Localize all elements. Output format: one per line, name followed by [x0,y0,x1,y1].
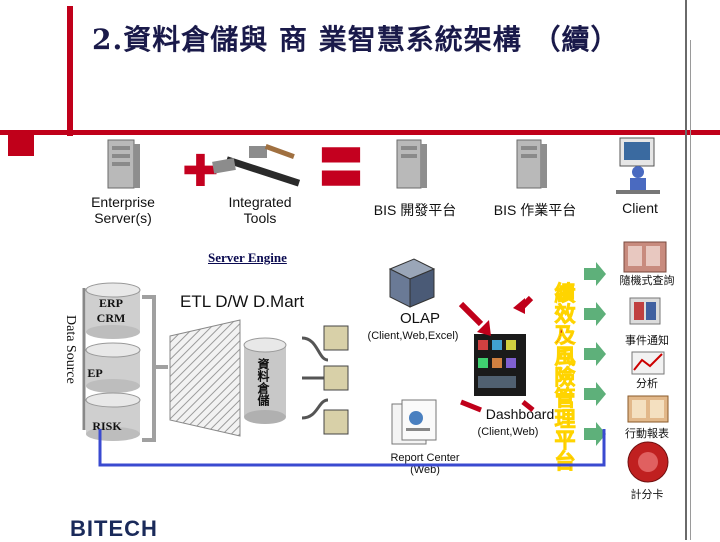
bitech-logo: BITECH [70,516,158,541]
mobile-report-thumbnail [627,395,669,423]
data-warehouse-cylinder [243,337,287,424]
adhoc-query-thumbnail [623,241,667,273]
client-user-icon [616,137,660,194]
tools-icon [212,143,301,187]
olap-title: OLAP [399,310,441,327]
etl-funnel-icon [169,319,241,437]
event-notify-thumbnail [629,297,661,325]
enterprise-server-label: Enterprise Server(s) [91,194,155,226]
feedback-loop-line [98,429,606,467]
equals-sign: 〓 [318,141,364,195]
client-item-mobile-report: 行動報表 [625,428,669,440]
ep-cylinder [85,342,141,393]
performance-risk-platform-label: 績效及風險管理平台 [552,282,577,472]
corner-square [8,130,34,156]
dashboard-screenshot-icon [474,334,526,396]
scorecard-thumbnail [627,441,669,483]
source-bracket [142,295,168,442]
right-border-line [685,0,687,540]
source-ep: EP [87,366,103,380]
bis-ops-server-icon [516,139,547,189]
integrated-tools-label: Integrated Tools [228,194,292,226]
client-item-analysis: 分析 [636,378,658,390]
client-item-event-notify: 事件通知 [625,335,669,347]
olap-cube-icon [388,258,436,308]
header-divider [0,130,720,135]
dashboard-subtitle: (Client,Web) [477,426,539,438]
olap-subtitle: (Client,Web,Excel) [367,330,459,342]
analysis-thumbnail [631,351,665,375]
bis-dev-label: BIS 開發平台 [373,202,457,218]
bis-dev-server-icon [396,139,427,189]
report-center-label: Report Center (Web) [390,452,460,476]
etl-dw-dmart-label: ETL D/W D.Mart [180,292,305,311]
flow-arrows [458,295,535,413]
client-label: Client [622,200,658,216]
data-mart-connectors [301,325,349,435]
plus-sign: ✚ [182,146,219,197]
dashboard-title: Dashboard [485,406,555,422]
data-source-cylinders [82,282,141,441]
erp-crm-cylinder [85,282,141,339]
bis-ops-label: BIS 作業平台 [493,202,577,218]
report-documents-icon [391,399,437,445]
green-arrows [584,262,606,446]
right-border-line-inner [690,40,691,540]
source-erp-crm: ERP CRM [96,296,126,325]
server-engine-heading: Server Engine [208,250,287,265]
client-item-adhoc-query: 隨機式查詢 [619,275,675,287]
server-icon [107,139,140,189]
title-accent-bar [67,6,73,136]
data-source-label: Data Source [63,315,78,384]
warehouse-label: 資料倉儲 [256,358,270,406]
client-item-scorecard: 計分卡 [630,489,664,501]
slide-title: 2.資料倉儲與 商 業智慧系統架構 （續） [92,23,620,56]
